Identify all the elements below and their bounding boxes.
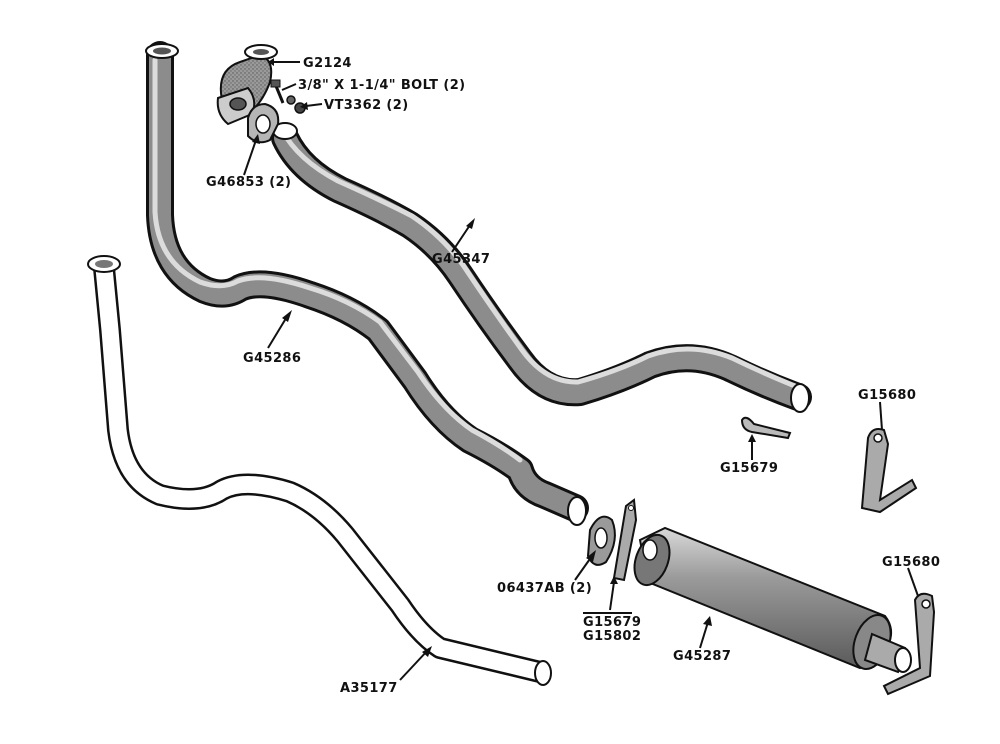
bracket-g15680-top bbox=[860, 428, 918, 514]
pipe-a35177 bbox=[87, 255, 552, 686]
gasket-g46853 bbox=[247, 102, 280, 144]
label-g45287: G45287 bbox=[673, 649, 731, 664]
nut-vt3362 bbox=[286, 95, 306, 114]
bolt-3-8-in bbox=[270, 79, 285, 104]
label-g46853: G46853 (2) bbox=[206, 175, 291, 190]
label-g15679-clip: G15679 bbox=[720, 461, 778, 476]
label-g15680-bottom: G15680 bbox=[882, 555, 940, 570]
label-g2124: G2124 bbox=[303, 56, 352, 71]
strap-g15679-g15802 bbox=[612, 498, 638, 582]
label-g45347: G45347 bbox=[432, 252, 490, 267]
label-g45286: G45286 bbox=[243, 351, 301, 366]
bracket-g15680-bottom bbox=[882, 592, 936, 696]
leader-lines bbox=[243, 58, 919, 681]
label-bolt: 3/8" X 1-1/4" BOLT (2) bbox=[298, 78, 465, 93]
pipe-g45286 bbox=[145, 41, 589, 526]
muffler-g45287 bbox=[633, 526, 912, 674]
label-g15679-clamp: G15679 bbox=[583, 615, 641, 630]
pipe-g45347 bbox=[271, 122, 812, 413]
manifold-elbow-g2124 bbox=[216, 44, 278, 126]
label-a35177: A35177 bbox=[340, 681, 398, 696]
clip-g15679 bbox=[740, 416, 792, 440]
label-g15680-top: G15680 bbox=[858, 388, 916, 403]
label-06437ab: 06437AB (2) bbox=[497, 581, 592, 596]
label-g15802: G15802 bbox=[583, 629, 641, 644]
label-vt3362: VT3362 (2) bbox=[324, 98, 409, 113]
